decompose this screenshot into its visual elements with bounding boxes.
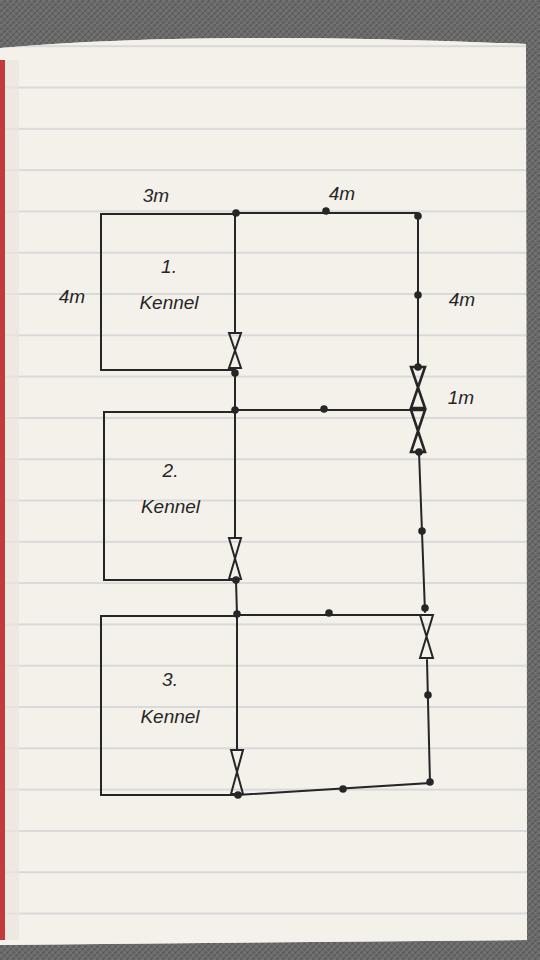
dimension-label: 4m xyxy=(329,183,355,205)
dimension-label: 4m xyxy=(449,289,475,311)
fence-post xyxy=(414,212,422,220)
kennel-box: 2. Kennel xyxy=(103,411,236,581)
fence-line xyxy=(234,213,236,333)
gate-symbol xyxy=(229,333,241,368)
gate-symbol xyxy=(411,410,425,452)
fence-post xyxy=(339,785,347,793)
fence-line xyxy=(235,213,418,365)
paper xyxy=(0,38,527,945)
fence-line xyxy=(235,370,418,410)
fence-post xyxy=(424,691,432,699)
fence-posts xyxy=(231,207,434,799)
notebook-cover-edge xyxy=(0,60,5,940)
gate-symbol xyxy=(231,750,243,794)
fence xyxy=(229,213,433,795)
dimension-label: 3m xyxy=(143,185,169,207)
kennel-box: 3. Kennel xyxy=(100,615,238,796)
kennel-label: 3. Kennel xyxy=(140,662,199,734)
dimension-label: 4m xyxy=(59,286,85,308)
fence-line xyxy=(237,660,430,795)
ruled-lines xyxy=(0,38,527,945)
fence-post xyxy=(421,604,429,612)
fence-post xyxy=(414,291,422,299)
fence-post xyxy=(426,778,434,786)
page-shadow xyxy=(5,60,19,940)
fence-line xyxy=(419,452,425,612)
gate-symbol xyxy=(411,367,425,408)
fence-post xyxy=(325,609,333,617)
dimension-label: 1m xyxy=(448,387,474,409)
kennel-label: 1. Kennel xyxy=(139,249,198,321)
fence-line xyxy=(236,615,238,750)
kennel-box: 1. Kennel xyxy=(100,213,236,371)
fence-post xyxy=(322,207,330,215)
fence-post xyxy=(415,448,423,456)
gate-symbol xyxy=(229,538,241,579)
fence-post xyxy=(320,405,328,413)
gate-symbol xyxy=(420,615,433,658)
fence-line xyxy=(234,410,236,538)
fence-post xyxy=(418,527,426,535)
fence-post xyxy=(414,363,422,371)
kennel-label: 2. Kennel xyxy=(141,453,200,525)
